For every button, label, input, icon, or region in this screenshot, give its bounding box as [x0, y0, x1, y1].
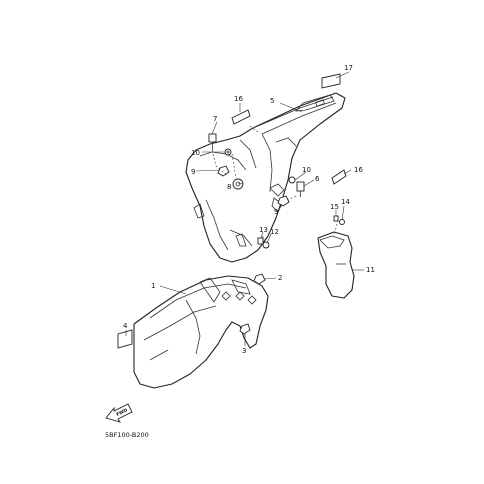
bolt-7	[208, 133, 217, 150]
washer-10-right	[288, 176, 296, 184]
callout-12: 12	[270, 228, 279, 236]
callout-3: 3	[242, 347, 246, 355]
collar-15	[333, 215, 339, 222]
callout-16-right: 16	[354, 166, 363, 174]
callout-4: 4	[123, 322, 128, 330]
callout-10-left: 10	[191, 149, 200, 157]
front-direction-arrow: FWD	[105, 403, 133, 423]
callout-10-right: 10	[302, 166, 311, 174]
bolt-6	[296, 181, 305, 197]
collar-13	[257, 237, 264, 245]
screw-14	[339, 219, 345, 225]
bolt-3	[239, 323, 251, 340]
callout-9-right: 9	[274, 208, 278, 216]
callout-14: 14	[341, 198, 350, 206]
assembly-lines	[211, 125, 339, 241]
front-fender	[133, 275, 269, 389]
decal-16-right	[331, 169, 347, 185]
mud-flap	[317, 231, 355, 299]
front-arrow-label: FWD	[115, 407, 128, 418]
callout-11: 11	[366, 266, 375, 274]
bolt-2	[253, 273, 266, 285]
leader-lines	[125, 71, 364, 346]
callout-7: 7	[213, 115, 217, 123]
decal-16-top	[231, 109, 251, 125]
callout-9-left: 9	[191, 168, 195, 176]
decal-4	[117, 329, 133, 349]
washer-10-left	[224, 148, 232, 156]
callout-16-top: 16	[234, 95, 243, 103]
callout-17: 17	[344, 64, 353, 72]
callout-labels: 1 2 3 4 5 6 7 8 9 9 10 10 11 12 13 14 15…	[123, 64, 375, 355]
callout-2: 2	[278, 274, 282, 282]
callout-15: 15	[330, 203, 339, 211]
callout-13: 13	[259, 226, 268, 234]
callout-1: 1	[151, 282, 155, 290]
callout-6: 6	[315, 175, 320, 183]
callout-8: 8	[227, 183, 231, 191]
rear-fender	[185, 92, 346, 263]
screw-12	[262, 241, 270, 249]
callout-5: 5	[270, 97, 274, 105]
nut-9-right	[277, 195, 290, 207]
decal-17	[321, 73, 341, 89]
diagram-code: 5BF100-B200	[105, 431, 149, 439]
